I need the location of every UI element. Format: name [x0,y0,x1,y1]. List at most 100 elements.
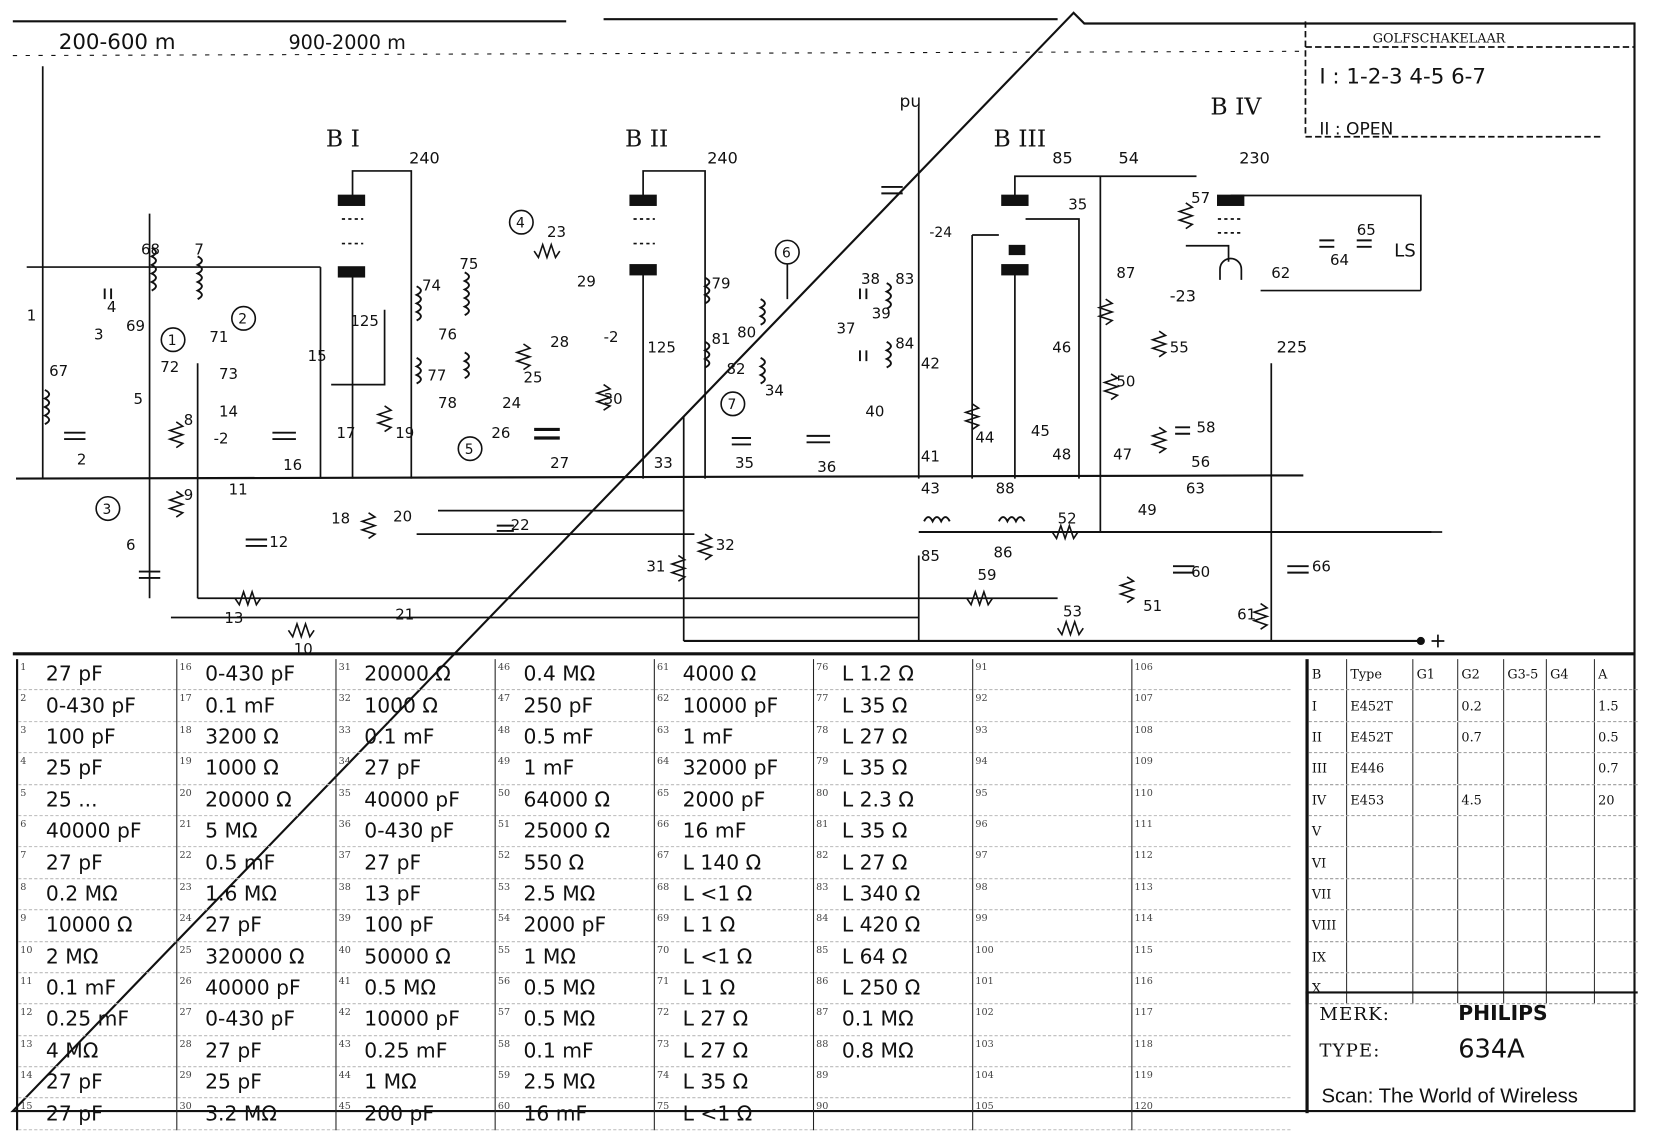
part-number: 13 [20,1039,33,1050]
part-number: 78 [816,725,829,736]
component-label: 74 [422,277,441,295]
part-number: 3 [20,725,27,736]
component-label: 80 [737,324,756,342]
tube-table-row: VIII [1308,910,1638,942]
part-number: 21 [179,819,192,831]
part-value: 0.25 mF [45,1007,130,1032]
part-number: 40 [338,944,351,956]
voltage-label: -24 [929,225,952,241]
component-label: 5 [134,390,144,408]
part-number: 14 [20,1070,33,1082]
tube-table-cell [1547,910,1595,941]
voltage-label: 240 [707,148,738,167]
component-label: 62 [1271,264,1290,282]
part-number: 4 [20,756,27,768]
part-value: L 35 Ω [841,693,908,718]
component-label: 69 [126,317,145,335]
part-number: 77 [816,693,829,705]
part-value: 50000 Ω [364,945,451,969]
part-value: 0-430 pF [205,1007,296,1032]
component-label: 31 [646,558,665,576]
part-number: 60 [497,1101,511,1113]
part-number: 82 [816,850,829,862]
test-point-label: 6 [782,245,791,261]
part-row: 110 [1132,785,1291,817]
component-label: 75 [459,255,478,273]
component-label: 82 [726,360,745,378]
component-label: 60 [1191,563,1210,581]
part-number: 17 [179,693,192,705]
part-value: 200 pF [364,1102,435,1126]
voltage-label: 230 [1239,148,1270,167]
coils [42,246,1026,524]
tube-table-cell [1504,690,1547,721]
part-number: 46 [497,662,511,674]
part-number: 1 [20,662,27,674]
part-number: 8 [20,882,27,893]
part-number: 120 [1134,1101,1153,1113]
tube-table-cell: IX [1309,941,1348,973]
switch-position-2: II : OPEN [1319,120,1393,140]
part-row: 40 50000 Ω [336,942,495,974]
component-label: 44 [975,428,994,446]
part-number: 35 [338,787,351,799]
part-number: 47 [497,693,511,705]
part-value: 13 pF [364,882,422,906]
part-row: 108 [1132,722,1291,754]
tube-table-cell [1595,848,1638,878]
part-number: 72 [657,1007,670,1019]
tube-table-cell [1504,784,1547,816]
part-value: 0.1 mF [364,725,435,749]
part-row: 100 [973,942,1132,974]
tube-table-heading: G4 [1547,659,1595,690]
part-number: 51 [497,819,511,831]
part-number: 54 [497,913,511,925]
part-row: 92 [973,691,1132,722]
part-value: 20000 Ω [205,788,292,812]
part-value: 5 MΩ [205,819,258,844]
part-number: 6 [20,819,27,831]
component-label: 38 [861,270,880,288]
component-label: 45 [1031,422,1050,440]
part-value: 27 pF [205,913,262,938]
part-number: 108 [1134,725,1153,736]
part-number: 86 [816,976,829,988]
component-label: 47 [1113,445,1132,463]
component-label: 9 [184,486,194,504]
part-number: 90 [816,1101,829,1113]
tube-table-cell [1458,816,1505,847]
voltage-label: 35 [1068,195,1087,213]
part-row: 119 [1132,1067,1291,1099]
part-number: 107 [1134,693,1153,705]
part-value: 27 pF [205,1039,262,1063]
part-number: 103 [975,1039,994,1050]
component-label: 27 [550,454,569,472]
voltage-label: 125 [647,339,676,357]
tube-table-heading: G3-5 [1504,659,1547,690]
part-value: 27 pF [45,850,103,875]
part-number: 59 [497,1070,511,1082]
part-number: 71 [657,976,670,988]
component-label: 87 [1116,264,1135,282]
tube-table-cell [1595,910,1638,940]
part-number: 83 [816,882,829,893]
